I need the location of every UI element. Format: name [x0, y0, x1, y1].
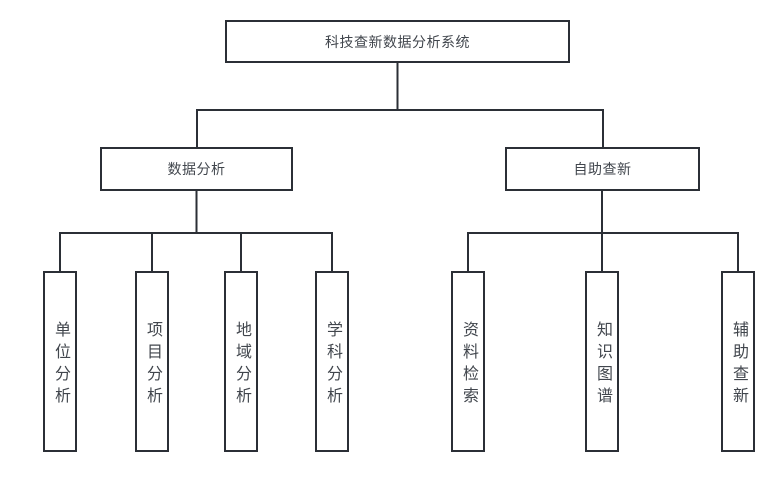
connector-left-rail	[59, 232, 333, 271]
node-root: 科技查新数据分析系统	[225, 20, 570, 63]
node-root-label: 科技查新数据分析系统	[325, 33, 470, 50]
node-branch-self-service-search: 自助查新	[505, 147, 700, 191]
node-leaf-label: 项目分析	[144, 320, 161, 409]
node-leaf-unit-analysis: 单位分析	[43, 271, 77, 452]
connector-right-rail	[467, 232, 739, 271]
connector-root-rail	[196, 109, 604, 147]
node-leaf-assisted-search: 辅助查新	[721, 271, 755, 452]
node-leaf-label: 单位分析	[52, 320, 69, 409]
node-branch-data-analysis: 数据分析	[100, 147, 293, 191]
node-leaf-label: 学科分析	[324, 320, 341, 409]
node-leaf-label: 辅助查新	[730, 320, 747, 409]
node-leaf-knowledge-graph: 知识图谱	[585, 271, 619, 452]
node-leaf-discipline-analysis: 学科分析	[315, 271, 349, 452]
node-leaf-label: 地域分析	[233, 320, 250, 409]
node-branch-label: 数据分析	[167, 161, 226, 177]
node-leaf-region-analysis: 地域分析	[224, 271, 258, 452]
node-leaf-label: 资料检索	[460, 320, 477, 409]
node-branch-label: 自助查新	[573, 161, 632, 177]
node-leaf-project-analysis: 项目分析	[135, 271, 169, 452]
node-leaf-label: 知识图谱	[594, 320, 611, 409]
node-leaf-material-retrieval: 资料检索	[451, 271, 485, 452]
